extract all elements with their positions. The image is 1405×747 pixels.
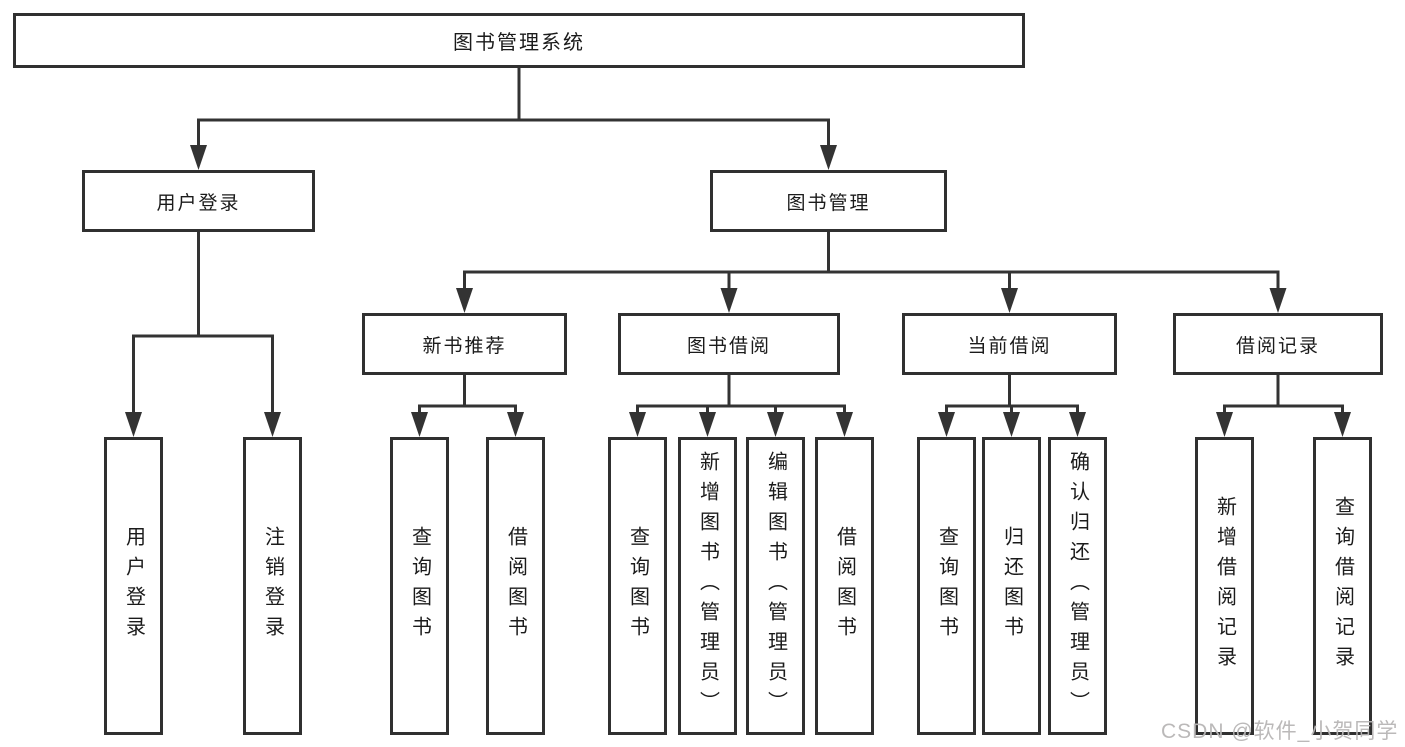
- node-label: 归还图书: [1000, 526, 1023, 646]
- leaf-query-books-recommend: 查询图书: [390, 437, 449, 735]
- node-label: 图书借阅: [686, 335, 771, 357]
- node-label: 图书管理: [786, 192, 871, 214]
- node-borrow-records: 借阅记录: [1173, 313, 1383, 375]
- node-label: 借阅图书: [504, 526, 527, 646]
- node-label: 编辑图书（管理员）: [764, 451, 787, 721]
- node-label: 用户登录: [122, 526, 145, 646]
- node-label: 用户登录: [156, 192, 241, 214]
- leaf-borrow-books-recommend: 借阅图书: [486, 437, 545, 735]
- leaf-borrow-books: 借阅图书: [815, 437, 874, 735]
- node-label: 借阅图书: [833, 526, 856, 646]
- leaf-edit-books-admin: 编辑图书（管理员）: [746, 437, 805, 735]
- node-label: 查询图书: [626, 526, 649, 646]
- leaf-add-borrow-record: 新增借阅记录: [1195, 437, 1254, 735]
- node-label: 查询图书: [935, 526, 958, 646]
- node-label: 注销登录: [261, 526, 284, 646]
- node-book-management: 图书管理: [710, 170, 947, 232]
- leaf-return-books: 归还图书: [982, 437, 1041, 735]
- node-new-book-recommend: 新书推荐: [362, 313, 567, 375]
- leaf-logout: 注销登录: [243, 437, 302, 735]
- node-label: 借阅记录: [1235, 335, 1320, 357]
- node-label: 查询借阅记录: [1331, 496, 1354, 676]
- leaf-user-login: 用户登录: [104, 437, 163, 735]
- node-label: 新书推荐: [422, 335, 507, 357]
- leaf-add-books-admin: 新增图书（管理员）: [678, 437, 737, 735]
- node-user-login: 用户登录: [82, 170, 315, 232]
- node-label: 当前借阅: [967, 335, 1052, 357]
- leaf-query-borrow-record: 查询借阅记录: [1313, 437, 1372, 735]
- leaf-query-books-borrow: 查询图书: [608, 437, 667, 735]
- node-label: 查询图书: [408, 526, 431, 646]
- node-book-borrow: 图书借阅: [618, 313, 840, 375]
- node-current-borrow: 当前借阅: [902, 313, 1117, 375]
- leaf-confirm-return-admin: 确认归还（管理员）: [1048, 437, 1107, 735]
- node-library-system: 图书管理系统: [13, 13, 1025, 68]
- node-label: 确认归还（管理员）: [1066, 451, 1089, 721]
- leaf-query-books-current: 查询图书: [917, 437, 976, 735]
- watermark: CSDN @软件_小贺同学: [1161, 720, 1399, 743]
- node-label: 新增图书（管理员）: [696, 451, 719, 721]
- node-label: 图书管理系统: [453, 32, 585, 54]
- node-label: 新增借阅记录: [1213, 496, 1236, 676]
